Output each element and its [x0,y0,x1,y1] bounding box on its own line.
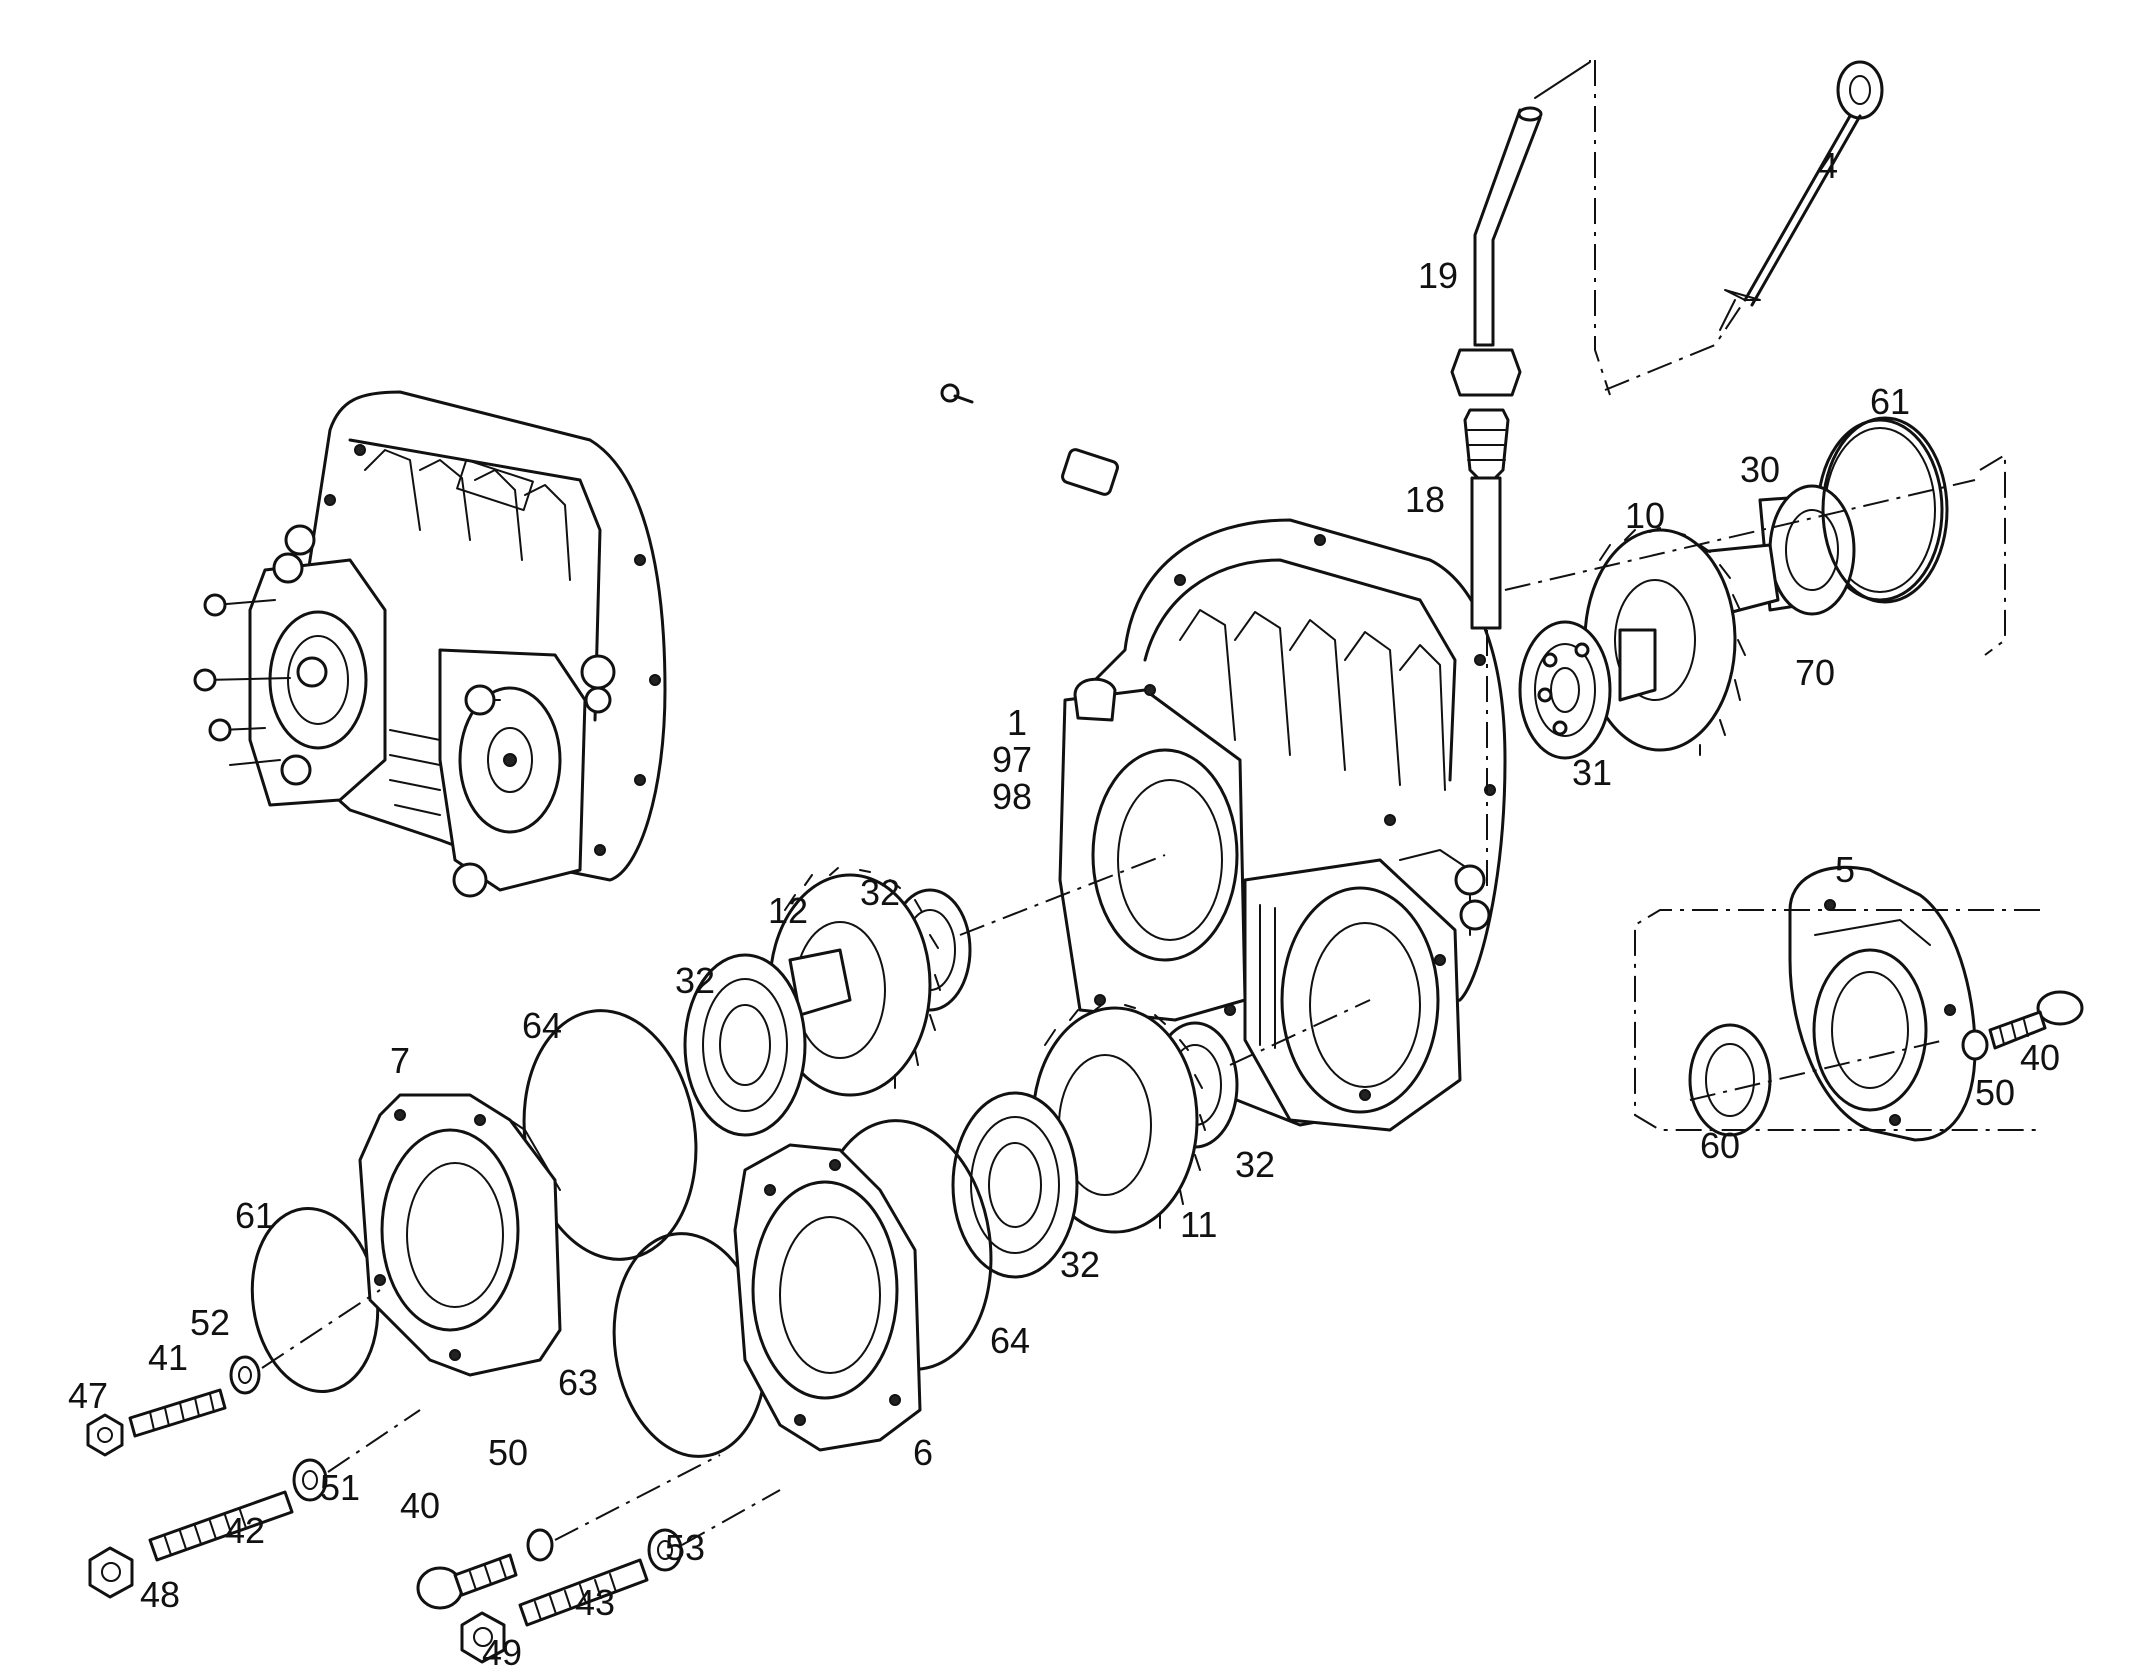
callout-70: 70 [1795,652,1836,693]
gear-cluster-12 [683,854,1166,1137]
callout-7: 7 [390,1040,411,1081]
callout-42: 42 [225,1510,266,1551]
callout-18: 18 [1405,479,1446,520]
callout-32-a: 32 [860,872,901,913]
callout-64-upper: 64 [522,1005,563,1046]
callout-12: 12 [768,890,809,931]
gear-cluster-11 [951,999,1371,1279]
bearing-cover-7 [358,1093,562,1377]
callout-31: 31 [1572,752,1613,793]
leader-frame-top-b [1604,299,1746,391]
callout-48: 48 [140,1574,181,1615]
output-shaft-assembly [1504,418,2006,760]
breather-tube [1450,61,1591,890]
callout-10: 10 [1625,495,1666,536]
washer-50-right [1961,1029,1989,1061]
callout-51: 51 [320,1467,361,1508]
callout-63: 63 [558,1362,599,1403]
callout-32-b: 32 [675,960,716,1001]
callout-61-upper: 61 [1870,381,1911,422]
callout-19: 19 [1418,255,1459,296]
callout-6: 6 [913,1432,934,1473]
callout-97: 97 [992,739,1033,780]
end-cover-5 [1788,865,1977,1142]
callout-40-left: 40 [400,1485,441,1526]
main-housing [1058,518,1507,1132]
leader-lines-lower [261,1289,781,1546]
leader-frame-right [1634,909,2040,1131]
callout-11: 11 [1180,1204,1218,1245]
callout-53: 53 [665,1527,706,1568]
callout-61-lower: 61 [235,1195,276,1236]
callout-41: 41 [148,1337,189,1378]
callout-4: 4 [1818,145,1839,186]
callout-43: 43 [575,1582,616,1623]
bearing-cover-6 [733,1143,922,1452]
locating-pin [940,383,1119,496]
callout-30: 30 [1740,449,1781,490]
leader-frame-top [1589,60,1611,396]
callout-1: 1 [1007,702,1028,743]
callout-32-d: 32 [1060,1244,1101,1285]
screw-40-right [1988,990,2084,1050]
seal-60 [1688,1023,1772,1137]
fastener-group [86,1355,683,1664]
callout-52: 52 [190,1302,231,1343]
callout-49: 49 [482,1632,523,1673]
callout-64-lower: 64 [990,1320,1031,1361]
callout-50-left: 50 [488,1432,529,1473]
callout-5: 5 [1835,849,1856,890]
o-ring-61-upper [1821,416,1949,604]
assembled-gearbox-view [193,390,667,898]
dipstick [1719,60,1884,331]
callout-60: 60 [1700,1125,1741,1166]
callout-40-right: 40 [2020,1037,2061,1078]
callout-50-right: 50 [1975,1072,2016,1113]
callout-47: 47 [68,1375,109,1416]
callout-98: 98 [992,776,1033,817]
callout-32-c: 32 [1235,1144,1276,1185]
